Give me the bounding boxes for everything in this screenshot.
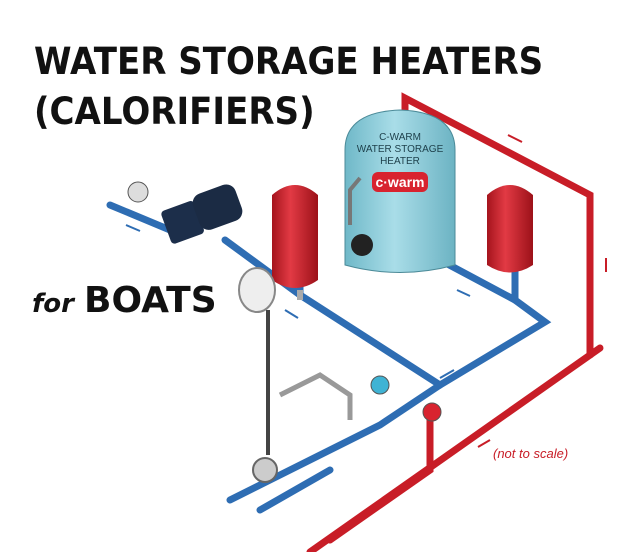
faucet [252, 372, 442, 483]
shower-head [238, 267, 276, 455]
heater-label-2: WATER STORAGE [357, 144, 444, 155]
subtitle-boats: BOATS [84, 280, 217, 321]
water-storage-heater: C-WARM WATER STORAGE HEATER c·warm [344, 109, 456, 273]
subtitle: for BOATS [32, 280, 217, 321]
flow-arrows [125, 134, 607, 448]
heater-label-3: HEATER [380, 156, 420, 167]
subtitle-for: for [32, 289, 74, 319]
water-pump [127, 181, 243, 244]
expansion-tank-left [272, 185, 318, 300]
title-line-1: WATER STORAGE HEATERS [34, 40, 544, 83]
cold-water-pipe [106, 201, 552, 514]
heater-label-1: C-WARM [379, 132, 421, 143]
c-warm-logo: c·warm [375, 174, 424, 190]
hot-water-pipe [306, 92, 604, 552]
heater-element-cap [351, 234, 373, 256]
not-to-scale-note: (not to scale) [493, 446, 568, 461]
expansion-tank-right [487, 185, 533, 273]
title-line-2: (CALORIFIERS) [34, 90, 315, 133]
